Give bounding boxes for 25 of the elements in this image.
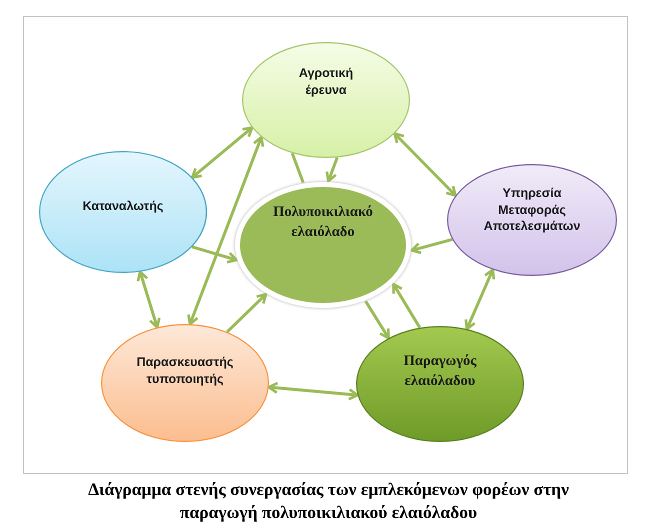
caption: Διάγραμμα στενής συνεργασίας των εμπλεκόμενων φορέων στην παραγωγή πολυποικιλιακού ελαιόλαδου — [87, 478, 570, 524]
arrow — [226, 292, 268, 333]
arrow — [192, 245, 238, 264]
ellipse-node — [101, 324, 269, 442]
node-label: Παραγωγός ελαιόλαδου — [402, 352, 478, 391]
arrow — [464, 268, 496, 330]
arrow — [326, 156, 339, 182]
ellipse-node — [447, 164, 617, 276]
node-label: Υπηρεσία Μεταφοράς Αποτελεσμάτων — [482, 184, 582, 236]
connector-line — [290, 152, 305, 184]
node-label: Καταναλωτής — [82, 198, 164, 214]
node-label: Αγροτική έρευνα — [298, 65, 354, 99]
arrow — [393, 132, 457, 197]
ellipse-node — [39, 151, 207, 273]
arrow — [392, 282, 422, 328]
arrow — [136, 270, 161, 329]
arrow — [364, 300, 390, 340]
ellipse-node — [242, 42, 410, 158]
ellipse-node — [356, 326, 524, 442]
arrow — [410, 238, 453, 254]
arrow — [267, 382, 359, 400]
arrow — [190, 126, 254, 179]
node-label: Παρασκευαστής τυποποιητής — [136, 354, 234, 388]
node-label: Πολυποικιλιακό ελαιόλαδο — [272, 203, 374, 242]
arrow — [187, 136, 264, 326]
